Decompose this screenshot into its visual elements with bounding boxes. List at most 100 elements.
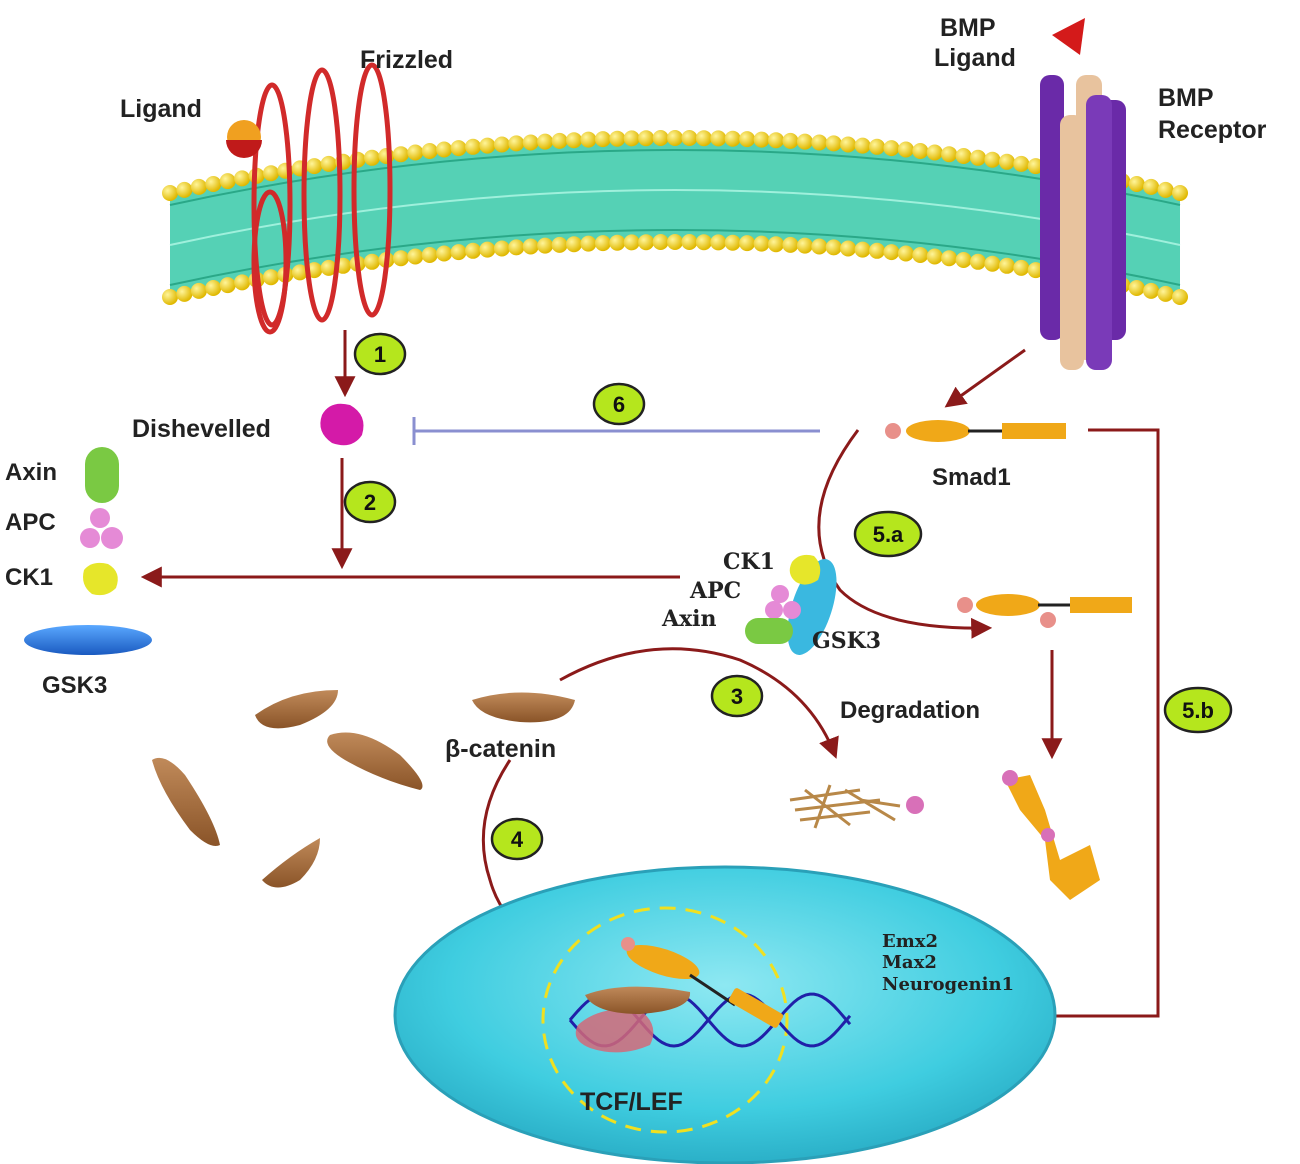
gsk3-label: GSK3 bbox=[42, 672, 107, 699]
lipid-head bbox=[984, 255, 1001, 272]
lipid-head bbox=[291, 264, 308, 281]
lipid-head bbox=[1157, 285, 1174, 302]
lipid-head bbox=[551, 236, 568, 253]
lipid-head bbox=[436, 245, 453, 262]
lipid-head bbox=[1143, 178, 1160, 195]
bmp-ligand-label-line2: Ligand bbox=[934, 44, 1016, 72]
lipid-head bbox=[840, 240, 857, 257]
axin-label: Axin bbox=[5, 459, 57, 486]
lipid-head bbox=[1013, 259, 1030, 276]
lipid-head bbox=[162, 185, 178, 201]
lipid-head bbox=[768, 132, 784, 149]
lipid-head bbox=[926, 144, 943, 161]
transcription-complex-boundary bbox=[541, 906, 789, 1134]
lipid-head bbox=[162, 289, 178, 305]
lipid-head bbox=[638, 130, 655, 147]
lipid-head bbox=[493, 240, 510, 257]
lipid-head bbox=[493, 136, 510, 153]
lipid-head bbox=[219, 173, 236, 190]
lipid-head bbox=[941, 146, 958, 163]
lipid-head bbox=[796, 133, 813, 150]
beta-catenin-label: β-catenin bbox=[445, 735, 556, 763]
lipid-head bbox=[912, 143, 929, 159]
lipid-head bbox=[695, 234, 712, 251]
lipid-head bbox=[364, 149, 380, 166]
lipid-head bbox=[768, 236, 784, 253]
lipid-head bbox=[306, 158, 323, 175]
lipid-head bbox=[984, 151, 1001, 168]
lipid-head bbox=[421, 143, 438, 159]
lipid-head bbox=[436, 141, 453, 158]
arrow-step-3 bbox=[559, 647, 839, 759]
lipid-head bbox=[897, 245, 914, 262]
lipid-head bbox=[811, 238, 828, 255]
bmp-receptor-label-line1: BMP bbox=[1158, 84, 1214, 112]
lipid-head bbox=[465, 242, 481, 259]
lipid-head bbox=[955, 252, 972, 268]
destruction-complex bbox=[745, 554, 837, 655]
lipid-head bbox=[234, 274, 251, 291]
lipid-head bbox=[623, 234, 640, 251]
svg-text:5.b: 5.b bbox=[1182, 698, 1214, 723]
lipid-head bbox=[998, 153, 1015, 170]
step-badge-1: 1 bbox=[353, 332, 407, 376]
lipid-head bbox=[421, 247, 438, 263]
lipid-head bbox=[407, 144, 424, 161]
nucleus bbox=[393, 865, 1057, 1164]
lipid-head bbox=[594, 235, 611, 252]
bmp-receptor bbox=[1040, 75, 1126, 370]
svg-text:1: 1 bbox=[374, 342, 386, 367]
lipid-head bbox=[1172, 185, 1188, 201]
lipid-head bbox=[652, 130, 669, 146]
lipid-head bbox=[782, 236, 799, 253]
arrow-step-5a bbox=[817, 429, 993, 639]
tcf-lef-complex bbox=[575, 937, 784, 1053]
lipid-head bbox=[869, 138, 885, 155]
lipid-head bbox=[970, 149, 986, 166]
lipid-head bbox=[710, 234, 727, 251]
dishevelled-label: Dishevelled bbox=[132, 415, 271, 443]
svg-text:4: 4 bbox=[511, 827, 524, 852]
lipid-head bbox=[883, 244, 900, 261]
lipid-head bbox=[508, 239, 525, 256]
dishevelled-icon bbox=[320, 403, 364, 446]
lipid-head bbox=[955, 148, 972, 164]
lipid-head bbox=[479, 137, 496, 154]
lipid-head bbox=[392, 146, 409, 163]
smad1-phosphorylated bbox=[957, 594, 1132, 628]
lipid-head bbox=[176, 285, 193, 302]
lipid-head bbox=[638, 234, 655, 251]
lipid-head bbox=[782, 132, 799, 149]
lipid-head bbox=[205, 280, 222, 296]
lipid-head bbox=[479, 241, 496, 258]
target-gene-max2: Max2 bbox=[882, 952, 937, 973]
lipid-head bbox=[522, 238, 539, 255]
frizzled-label: Frizzled bbox=[360, 46, 453, 74]
lipid-head bbox=[219, 277, 236, 294]
complex-axin-label: Axin bbox=[661, 606, 717, 632]
degradation-label: Degradation bbox=[840, 697, 980, 724]
lipid-head bbox=[652, 234, 669, 250]
step-badge-4: 4 bbox=[490, 817, 544, 861]
lipid-head bbox=[594, 131, 611, 148]
lipid-head bbox=[1027, 158, 1044, 175]
lipid-head bbox=[190, 178, 207, 195]
beta-catenin-pool bbox=[152, 690, 575, 888]
smad1-label: Smad1 bbox=[932, 464, 1011, 491]
inhibition-step-6 bbox=[412, 417, 820, 445]
step-badge-5a: 5.a bbox=[853, 510, 923, 558]
lipid-head bbox=[609, 130, 626, 147]
cell-membrane bbox=[162, 130, 1188, 305]
bmp-receptor-label-line2: Receptor bbox=[1158, 116, 1267, 144]
lipid-head bbox=[1027, 262, 1044, 279]
complex-gsk3-label: GSK3 bbox=[812, 628, 881, 654]
axin-icon bbox=[85, 447, 119, 503]
lipid-head bbox=[926, 248, 943, 265]
target-gene-emx2: Emx2 bbox=[882, 931, 938, 952]
svg-text:5.a: 5.a bbox=[873, 522, 904, 547]
lipid-head bbox=[667, 130, 683, 146]
lipid-head bbox=[392, 250, 409, 267]
apc-icon bbox=[80, 508, 123, 549]
lipid-head bbox=[681, 234, 698, 250]
lipid-head bbox=[854, 137, 871, 154]
